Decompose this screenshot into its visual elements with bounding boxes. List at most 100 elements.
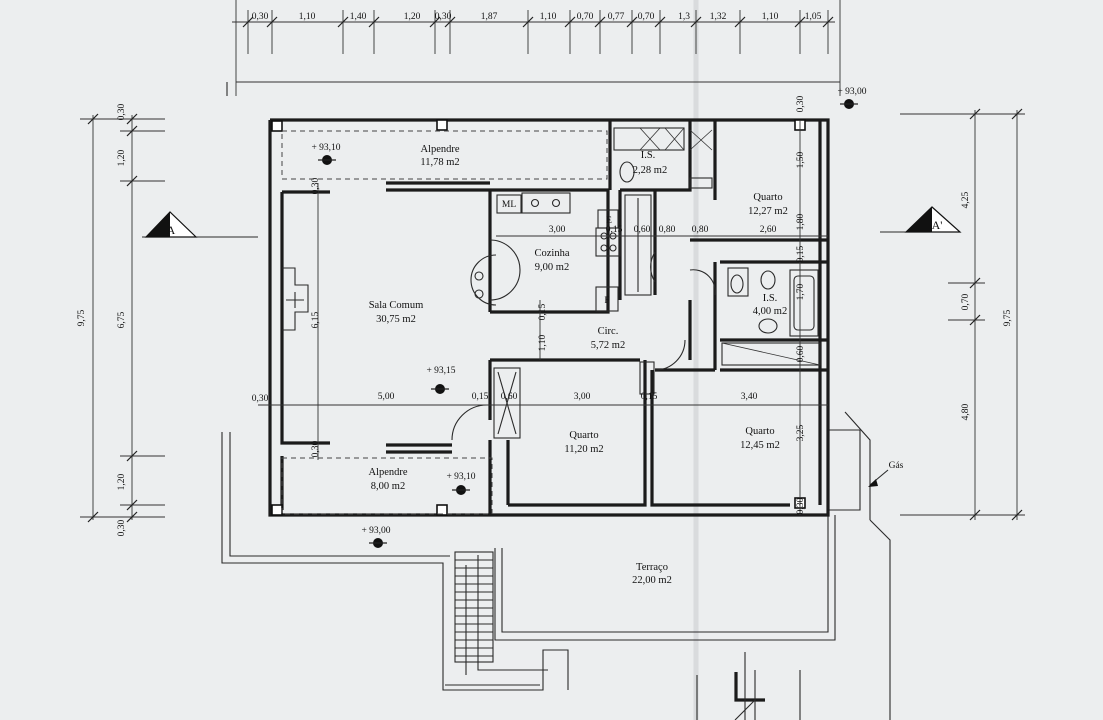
dim-coz-060: 0,60 [634,225,651,235]
dim-ls-015: 0,15 [796,245,806,262]
top-dim-3: 1,20 [404,12,421,22]
gas-label: Gás [889,461,904,471]
level-marker-icon [369,538,387,548]
room-terraco-area: 22,00 m2 [632,575,672,586]
top-dim-tick [564,16,576,28]
room-sala-name: Sala Comum [369,300,424,311]
top-dim-12: 1,10 [762,12,779,22]
right-dim-2: 4,80 [961,403,971,420]
alpendre-bottom-area [281,457,493,515]
ml-label: ML [502,200,516,210]
stair [454,551,494,663]
fireplace [282,267,309,331]
top-dim-11: 1,32 [710,12,727,22]
dim-alp-h2: 0,30 [311,440,321,457]
left-dimension-chain: 9,75 0,30 1,20 6,75 1,20 0,30 [77,103,165,536]
top-dim-6: 1,10 [540,12,557,22]
top-dim-13: 1,05 [805,12,822,22]
dim-circ-110: 1,10 [538,334,548,351]
room-terraco-name: Terraço [636,562,668,573]
left-dim-1: 1,20 [117,149,127,166]
left-dim-2: 6,75 [117,311,127,328]
dim-circ-015: 0,15 [538,303,548,320]
room-sala-area: 30,75 m2 [376,314,416,325]
left-dim-4: 0,30 [117,519,127,536]
room-alpendre-top-name: Alpendre [420,144,459,155]
top-dim-tick [522,16,534,28]
room-cozinha-name: Cozinha [535,248,570,259]
room-alpendre-bottom-name: Alpendre [368,467,407,478]
room-cozinha-area: 9,00 m2 [535,262,569,273]
right-dimension-chain: 4,25 0,70 4,80 9,75 [900,108,1025,521]
section-label-a-prime: A' [932,218,943,232]
top-dim-8: 0,77 [608,12,625,22]
dim-sala-width: 5,00 [378,392,395,402]
wc-fixtures [613,127,821,366]
section-marker-right: A' [880,206,962,233]
right-dim-0: 4,25 [961,191,971,208]
left-dim-total: 9,75 [77,309,87,326]
building-walls [268,118,830,517]
dim-quarto-top-h2: 1,80 [796,213,806,230]
top-dim-0: 0,30 [252,12,269,22]
dim-wall-015b: 0,15 [641,392,658,402]
room-alpendre-bottom-area: 8,00 m2 [371,481,405,492]
dim-alp-h: 0,30 [311,177,321,194]
top-dim-tick [429,16,441,28]
dim-coz-080b: 0,80 [692,225,709,235]
room-ls-top-name: I.S. [641,150,656,161]
gas-arrow: Gás [868,461,904,487]
room-labels: Alpendre 11,78 m2 I.S. 2,28 m2 Quarto 12… [368,144,787,586]
top-dim-2: 1,40 [350,12,367,22]
top-dim-tick [266,16,278,28]
room-alpendre-top-area: 11,78 m2 [420,157,459,168]
top-dim-9: 0,70 [638,12,655,22]
left-dim-0: 0,30 [117,103,127,120]
e-label: E [606,216,612,226]
level-alpendre-top: + 93,10 [311,143,340,153]
room-quarto-top-name: Quarto [753,192,782,203]
dim-ls-170: 1,70 [796,283,806,300]
top-dim-tick [444,16,456,28]
room-circ-area: 5,72 m2 [591,340,625,351]
top-dim-tick [242,16,254,28]
room-quarto-right-name: Quarto [745,426,774,437]
room-quarto-mid-area: 11,20 m2 [564,444,603,455]
level-ground-front: + 93,00 [361,526,390,536]
top-dim-tick [594,16,606,28]
room-quarto-top-area: 12,27 m2 [748,206,788,217]
dim-sala-height: 6,15 [311,311,321,328]
left-dim-3: 1,20 [117,473,127,490]
right-dim-1: 0,70 [961,293,971,310]
dim-coz-015: 0,15 [606,225,623,235]
top-dim-tick [822,16,834,28]
level-marker-icon [431,384,449,394]
top-dim-tick [626,16,638,28]
dim-top-030: 0,30 [796,95,806,112]
dim-qr-030: 0,30 [796,497,806,514]
level-marker-icon [840,99,858,109]
level-sala: + 93,15 [426,366,455,376]
dim-quarto-top-h: 1,50 [796,151,806,168]
interior-dimensions: 0,30 5,00 0,15 0,60 3,00 0,15 3,40 6,15 … [252,95,828,515]
right-dim-total: 9,75 [1003,309,1013,326]
section-label-a: A [167,223,176,237]
dim-quarto-mid-w: 3,00 [574,392,591,402]
dim-qr-325: 3,25 [796,424,806,441]
top-dim-tick [654,16,666,28]
section-marker-left: A [142,211,258,238]
top-dim-tick [794,16,806,28]
kitchen-fixtures: ML E F [470,192,621,312]
top-dim-tick [368,16,380,28]
level-markers: + 93,10 + 93,15 + 93,10 + 93,00 + 93,00 [311,87,867,548]
top-dim-tick [690,16,702,28]
dim-wall-015a: 0,15 [472,392,489,402]
level-marker-icon [452,485,470,495]
top-dim-4: 0,30 [435,12,452,22]
top-dim-5: 1,87 [481,12,498,22]
level-ground-right: + 93,00 [837,87,866,97]
level-alpendre-bottom: + 93,10 [446,472,475,482]
top-dim-tick [734,16,746,28]
dim-quarto-right-w: 3,40 [741,392,758,402]
